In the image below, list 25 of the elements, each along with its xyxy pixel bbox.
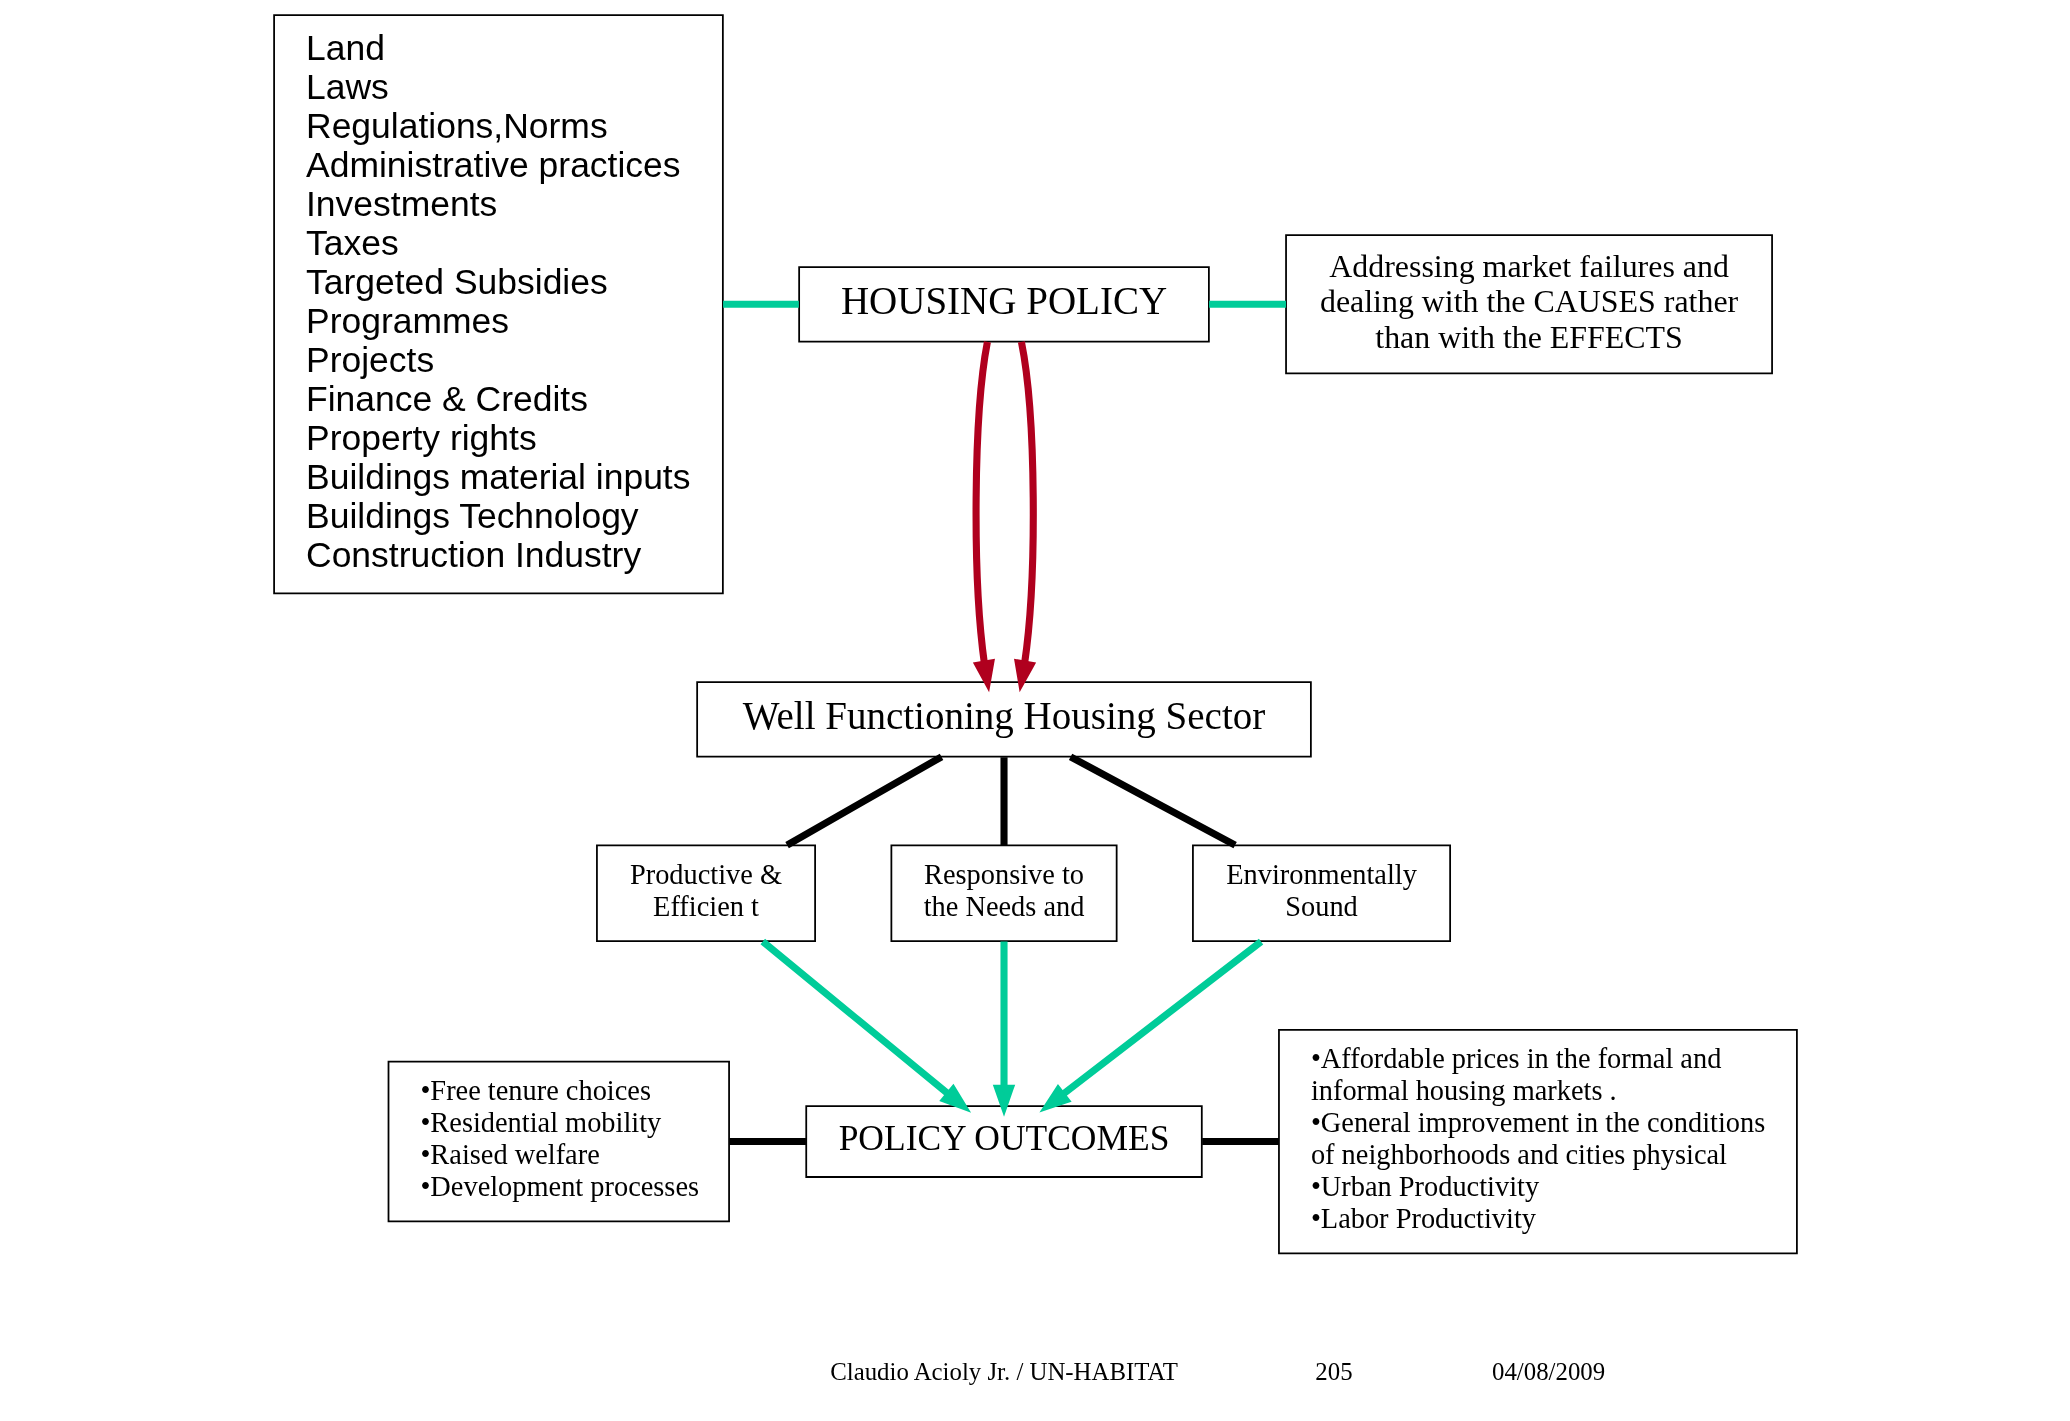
node-box: HOUSING POLICY: [797, 266, 1210, 343]
node-box: •Affordable prices in the formal and informal housing markets . •General improvement in the conditions of neighborhoods and cities physical •Urban Productivity •Labor Productivity: [1277, 1028, 1798, 1255]
arrow: [992, 941, 1015, 1117]
label: Claudio Acioly Jr. / UN-HABITAT: [829, 1358, 1178, 1386]
node-box: Responsive to the Needs and: [890, 844, 1118, 942]
label: 04/08/2009: [1491, 1358, 1605, 1386]
node-box: Land Laws Regulations,Norms Administrative practices Investments Taxes Targeted Subsidies Programmes Projects Finance & Credits Property rights Buildings material inputs Buildings Technology Construction Industry: [272, 14, 724, 595]
node-box: Environmentally Sound: [1191, 844, 1451, 942]
node-box: Addressing market failures and dealing with the CAUSES rather than with the EFFECTS: [1284, 234, 1773, 375]
arrow: [760, 938, 971, 1113]
node-box: •Free tenure choices •Residential mobility •Raised welfare •Development processes: [387, 1060, 730, 1223]
arrow: [972, 341, 995, 693]
node-box: Well Functioning Housing Sector: [695, 681, 1312, 758]
connector: [722, 300, 799, 308]
connector: [1068, 753, 1237, 849]
label: 205: [1314, 1358, 1353, 1386]
arrow: [1013, 341, 1037, 693]
connector: [728, 1138, 806, 1146]
connector: [1208, 300, 1286, 308]
node-box: Productive & Efficien t: [595, 844, 816, 942]
connector: [999, 757, 1008, 845]
node-box: POLICY OUTCOMES: [804, 1105, 1203, 1178]
connector: [784, 753, 943, 849]
arrow: [1038, 938, 1263, 1113]
connector: [1201, 1138, 1279, 1146]
